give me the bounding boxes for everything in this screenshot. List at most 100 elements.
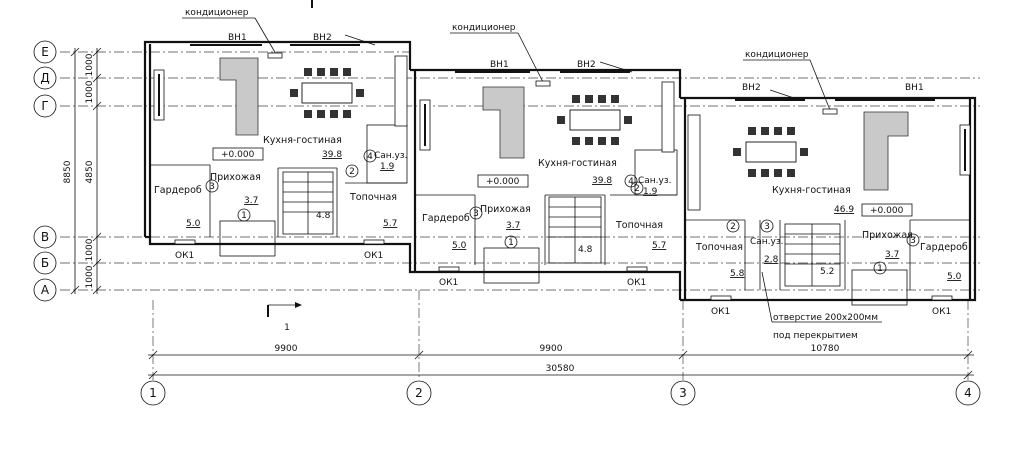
u1-stair-area: 4.8 — [316, 211, 331, 221]
u2-room-num-1: 1 — [508, 238, 514, 248]
u2-stair-area: 4.8 — [578, 245, 593, 255]
sofas — [219, 57, 909, 191]
u3-boiler-label: Топочная — [695, 242, 743, 253]
u2-kitchen-label: Кухня-гостиная — [538, 158, 617, 169]
axis-e-label: Е — [41, 45, 49, 59]
conditioner-label-1: кондиционер — [185, 8, 249, 18]
unit-1-labels: Кухня-гостиная 39.8 +0.000 Прихожая Гард… — [154, 135, 408, 229]
dim-row-2: 1000 — [85, 80, 95, 103]
dim-col-1: 9900 — [275, 344, 298, 354]
vn1-label-u1: ВН1 — [228, 33, 247, 43]
u2-kitchen-area: 39.8 — [592, 176, 612, 186]
dim-row-4: 1000 — [85, 238, 95, 261]
u1-room-num-4: 4 — [367, 152, 373, 162]
u2-wardrobe-label: Гардероб — [422, 213, 470, 224]
glazing-labels: ВН1 ВН2 ВН1 ВН2 ВН2 ВН1 — [190, 33, 935, 101]
axis-v-label: В — [41, 230, 49, 244]
u2-room-num-3: 3 — [473, 209, 479, 219]
u1-wardrobe-area: 5.0 — [186, 219, 201, 229]
unit-3-labels: Кухня-гостиная 46.9 +0.000 Топочная Сан.… — [695, 185, 968, 282]
u1-hall-area: 3.7 — [244, 196, 258, 206]
hole-label-line2: под перекрытием — [773, 331, 858, 341]
u3-room-num-2: 2 — [730, 222, 736, 232]
hole-label-line1: отверстие 200х200мм — [773, 313, 878, 323]
u1-level-mark: +0.000 — [221, 150, 255, 160]
sofa-unit-1 — [219, 57, 259, 136]
u2-wc-area: 1.9 — [643, 187, 658, 197]
u1-hall-label: Прихожая — [210, 172, 261, 183]
u1-room-num-3: 3 — [209, 182, 215, 192]
dim-row-3: 4850 — [85, 160, 95, 183]
u2-hall-label: Прихожая — [480, 204, 531, 215]
col-axes: 1 2 3 4 — [140, 290, 981, 406]
ok1-label-1: ОК1 — [175, 251, 194, 261]
unit-2-labels: Кухня-гостиная 39.8 +0.000 Прихожая Гард… — [422, 158, 672, 255]
u2-hall-area: 3.7 — [506, 221, 520, 231]
u2-room-num-4: 4 — [628, 177, 634, 187]
axis-g-label: Г — [41, 99, 48, 113]
row-axes: Е Д Г В Б А — [33, 40, 980, 302]
dim-row-total: 8850 — [63, 160, 73, 183]
u3-room-num-3: 3 — [910, 236, 916, 246]
sofa-unit-2 — [482, 86, 525, 159]
vn2-label-u1: ВН2 — [313, 33, 332, 43]
u3-kitchen-label: Кухня-гостиная — [772, 185, 851, 196]
ok1-label-2: ОК1 — [364, 251, 383, 261]
axis-d-label: Д — [40, 71, 49, 85]
row-dimensions: 1000 1000 4850 1000 1000 8850 — [63, 47, 102, 295]
dim-col-2: 9900 — [540, 344, 563, 354]
u3-wardrobe-label: Гардероб — [920, 242, 968, 253]
dim-col-3: 10780 — [811, 344, 840, 354]
u1-room-num-1: 1 — [241, 211, 247, 221]
dim-col-total: 30580 — [546, 364, 575, 374]
u1-boiler-label: Топочная — [349, 192, 397, 203]
dining-table-1 — [290, 68, 364, 118]
u2-boiler-label: Топочная — [615, 220, 663, 231]
u1-wc-label: Сан.уз. — [374, 151, 408, 161]
u2-level-mark: +0.000 — [486, 177, 520, 187]
axis-1-label: 1 — [149, 386, 157, 400]
axis-2-label: 2 — [415, 386, 423, 400]
hole-annotation: отверстие 200х200мм под перекрытием — [761, 271, 882, 341]
window-labels: ОК1 ОК1 ОК1 ОК1 ОК1 ОК1 — [174, 239, 953, 317]
dim-row-1: 1000 — [85, 53, 95, 76]
vn1-label-u3: ВН1 — [905, 83, 924, 93]
ok1-label-4: ОК1 — [627, 278, 646, 288]
u2-room-num-2: 2 — [634, 184, 640, 194]
vn2-label-u2: ВН2 — [577, 60, 596, 70]
u2-wc-label: Сан.уз. — [638, 176, 672, 186]
ok1-label-3: ОК1 — [439, 278, 458, 288]
section-mark-bottom: 1 — [267, 302, 302, 333]
u3-wc-label: Сан.уз. — [750, 237, 784, 247]
u3-stair-area: 5.2 — [820, 267, 834, 277]
u1-room-num-2: 2 — [349, 167, 355, 177]
axis-a-label: А — [41, 283, 50, 297]
u3-room-num-3-wc: 3 — [764, 222, 770, 232]
u1-wc-area: 1.9 — [380, 162, 395, 172]
axis-b-label: Б — [41, 256, 49, 270]
stairs — [282, 171, 841, 287]
conditioner-label-2: кондиционер — [452, 23, 516, 33]
u3-hall-label: Прихожая — [862, 230, 913, 241]
sofa-unit-3 — [863, 111, 909, 191]
u1-wardrobe-label: Гардероб — [154, 185, 202, 196]
u3-hall-area: 3.7 — [885, 250, 899, 260]
u2-boiler-area: 5.7 — [652, 241, 666, 251]
conditioner-callouts: кондиционер кондиционер кондиционер — [182, 8, 838, 115]
u1-kitchen-area: 39.8 — [322, 150, 342, 160]
vn1-label-u2: ВН1 — [490, 60, 509, 70]
u3-room-num-1: 1 — [877, 264, 883, 274]
partitions — [150, 124, 970, 290]
u3-wardrobe-area: 5.0 — [947, 272, 962, 282]
u2-wardrobe-area: 5.0 — [452, 241, 467, 251]
ok1-label-6: ОК1 — [932, 307, 951, 317]
dining-table-2 — [557, 95, 632, 145]
axis-4-label: 4 — [964, 386, 972, 400]
u3-kitchen-area: 46.9 — [834, 205, 854, 215]
kitchen-units — [153, 55, 971, 211]
col-dimensions: 9900 9900 10780 30580 — [148, 344, 974, 380]
conditioner-label-3: кондиционер — [745, 50, 809, 60]
axis-3-label: 3 — [679, 386, 687, 400]
section-mark-label: 1 — [284, 323, 290, 333]
